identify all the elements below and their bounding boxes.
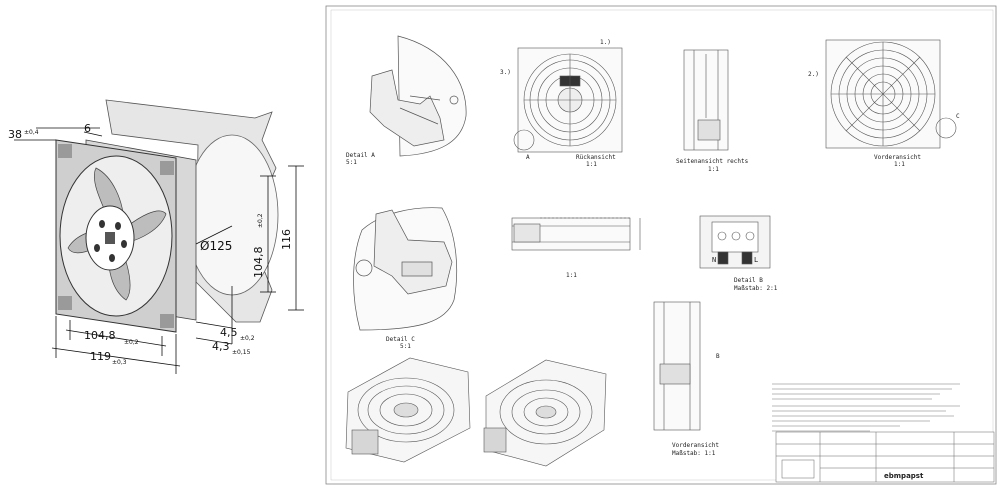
dim-height-inner-tol: ±0,2	[257, 213, 264, 228]
front-view	[825, 39, 957, 149]
section-scale: 1:1	[566, 272, 577, 279]
corner-block	[160, 314, 174, 328]
callout-3: 3.)	[500, 69, 511, 76]
callout-a: A	[526, 154, 530, 161]
callout-1-rear: 1.)	[600, 39, 611, 46]
bottom-front-view	[653, 301, 701, 431]
front-name: Vorderansicht	[874, 154, 921, 161]
detail-b-view	[699, 215, 771, 269]
detail-c-scale: 5:1	[400, 343, 411, 350]
iso-view-1	[345, 357, 471, 463]
detail-b-name: Detail B	[734, 277, 763, 284]
technical-sheet: Detail A 5:1 1.) 3.) A Rückansicht 1:1	[325, 5, 997, 485]
dim-height: 116	[280, 229, 293, 250]
section-view	[511, 217, 641, 251]
callout-2: 2.)	[808, 71, 819, 78]
detail-a-name: Detail A	[346, 152, 375, 159]
iso-view-2	[483, 359, 607, 467]
sheet-inner-frame	[330, 9, 994, 481]
dim-depth: 38	[8, 128, 22, 141]
rear-view	[513, 47, 623, 153]
dim-offset-2: 4,3	[212, 340, 230, 353]
detail-c-view	[353, 207, 458, 331]
dim-width: 119	[90, 350, 111, 363]
terminal-l: L	[754, 256, 758, 264]
rear-scale: 1:1	[586, 161, 597, 168]
corner-block	[58, 296, 72, 310]
dim-offset-1-tol: ±0,2	[240, 335, 255, 342]
isometric-fan-drawing: 38 ±0,4 6 Ø125 104,8 ±0,2 116 104,8 ±0,2…	[8, 99, 304, 374]
detail-a-scale: 5:1	[346, 159, 357, 166]
side-scale: 1:1	[708, 166, 719, 173]
detail-b-scale: Maßstab: 2:1	[734, 285, 778, 292]
dim-height-inner: 104,8	[252, 247, 265, 279]
callout-b: B	[716, 353, 720, 360]
dim-width-inner-tol: ±0,2	[124, 339, 139, 346]
side-name: Seitenansicht rechts	[676, 158, 749, 165]
bottom-front-scale: Maßstab: 1:1	[672, 450, 716, 457]
dim-width-tol: ±0,3	[112, 359, 127, 366]
front-scale: 1:1	[894, 161, 905, 168]
callout-c: C	[956, 113, 960, 120]
notes-block	[772, 383, 960, 432]
dim-width-inner: 104,8	[84, 329, 116, 342]
detail-c-name: Detail C	[386, 336, 415, 343]
side-view	[683, 49, 729, 151]
dim-diameter: Ø125	[200, 239, 232, 253]
terminal-n: N	[712, 256, 716, 264]
brand-logo: ebmpapst	[884, 472, 924, 480]
detail-a-view	[369, 35, 467, 157]
rear-name: Rückansicht	[576, 154, 616, 161]
dim-depth-tol: ±0,4	[24, 129, 39, 136]
dim-offset-1: 4,5	[220, 326, 238, 339]
bottom-front-name: Vorderansicht	[672, 442, 719, 449]
dim-offset-2-tol: ±0,15	[232, 349, 251, 356]
title-block	[775, 431, 995, 483]
corner-block	[160, 161, 174, 175]
dim-frame: 6	[84, 122, 91, 135]
hub-center	[105, 232, 115, 244]
dimension-lines	[14, 127, 304, 374]
corner-block	[58, 144, 72, 158]
hub-holes	[94, 220, 127, 262]
